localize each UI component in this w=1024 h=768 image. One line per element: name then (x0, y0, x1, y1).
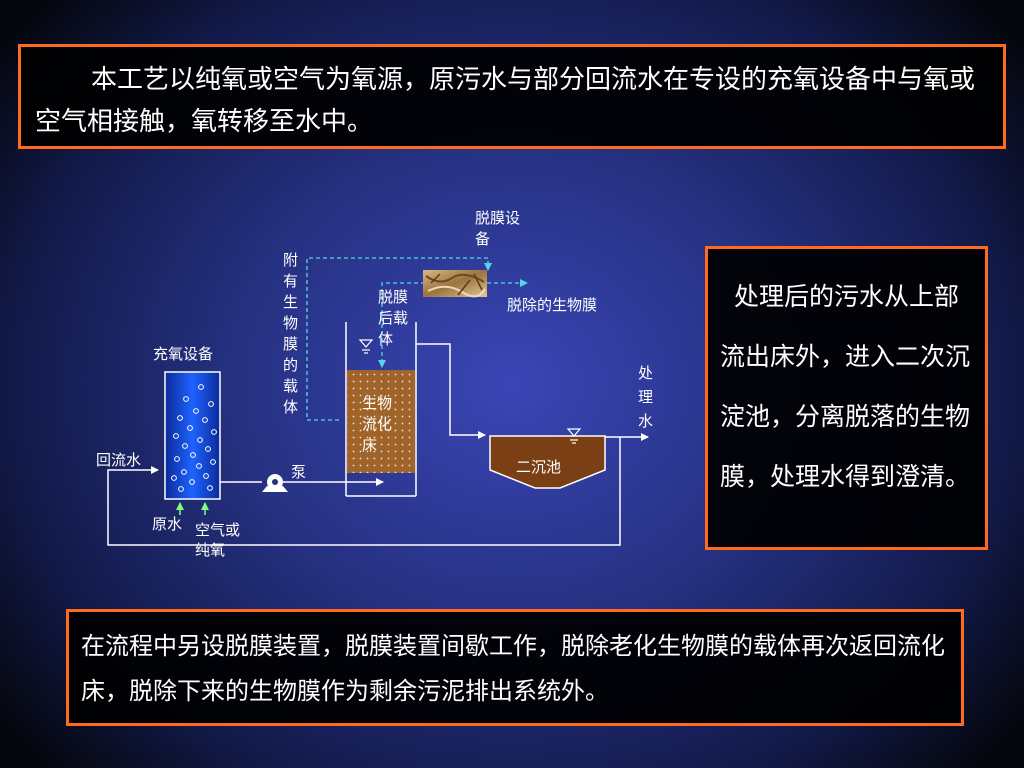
label-stripped-carrier: 脱膜后载体 (378, 288, 408, 348)
intro-text-box: 本工艺以纯氧或空气为氧源，原污水与部分回流水在专设的充氧设备中与氧或空气相接触，… (18, 44, 1006, 149)
outflow-text: 处理后的污水从上部流出床外，进入二次沉淀池，分离脱落的生物膜，处理水得到澄清。 (720, 282, 971, 491)
pump-icon (262, 474, 288, 492)
stripped-carrier-return-line (378, 282, 425, 368)
label-raw-water: 原水 (152, 515, 182, 533)
label-removed-film: 脱除的生物膜 (507, 296, 597, 314)
outflow-text-box: 处理后的污水从上部流出床外，进入二次沉淀池，分离脱落的生物膜，处理水得到澄清。 (705, 246, 988, 550)
stripping-device-image (423, 270, 487, 298)
stripping-text: 在流程中另设脱膜装置，脱膜装置间歇工作，脱除老化生物膜的载体再次返回流化床，脱除… (81, 632, 945, 705)
carrier-to-stripper-line (306, 257, 492, 421)
oxygenation-column (164, 371, 221, 500)
label-air-or-oxygen: 空气或纯氧 (195, 521, 240, 559)
label-stripping-device: 脱膜设备 (475, 209, 520, 248)
label-pump: 泵 (291, 463, 306, 481)
label-oxygenation-device: 充氧设备 (153, 345, 213, 363)
intro-text: 本工艺以纯氧或空气为氧源，原污水与部分回流水在专设的充氧设备中与氧或空气相接触，… (35, 65, 976, 137)
fluidized-bed-media (347, 370, 415, 473)
bed-to-clarifier-line (416, 343, 486, 439)
label-carrier-with-film: 附 有 生 物 膜 的 载 体 (283, 251, 303, 416)
air-bubbles (171, 384, 217, 492)
recycle-line (107, 437, 621, 546)
clarifier-water-level-icon (566, 428, 582, 444)
water-level-icon (358, 339, 374, 354)
secondary-clarifier (489, 435, 606, 489)
label-fluidized-bed: 生物流化床 (362, 394, 392, 454)
label-treated-water: 处理水 (638, 364, 653, 430)
label-recycle-water: 回流水 (96, 451, 141, 469)
stripping-text-box: 在流程中另设脱膜装置，脱膜装置间歇工作，脱除老化生物膜的载体再次返回流化床，脱除… (66, 609, 964, 726)
label-secondary-clarifier: 二沉池 (516, 458, 561, 476)
